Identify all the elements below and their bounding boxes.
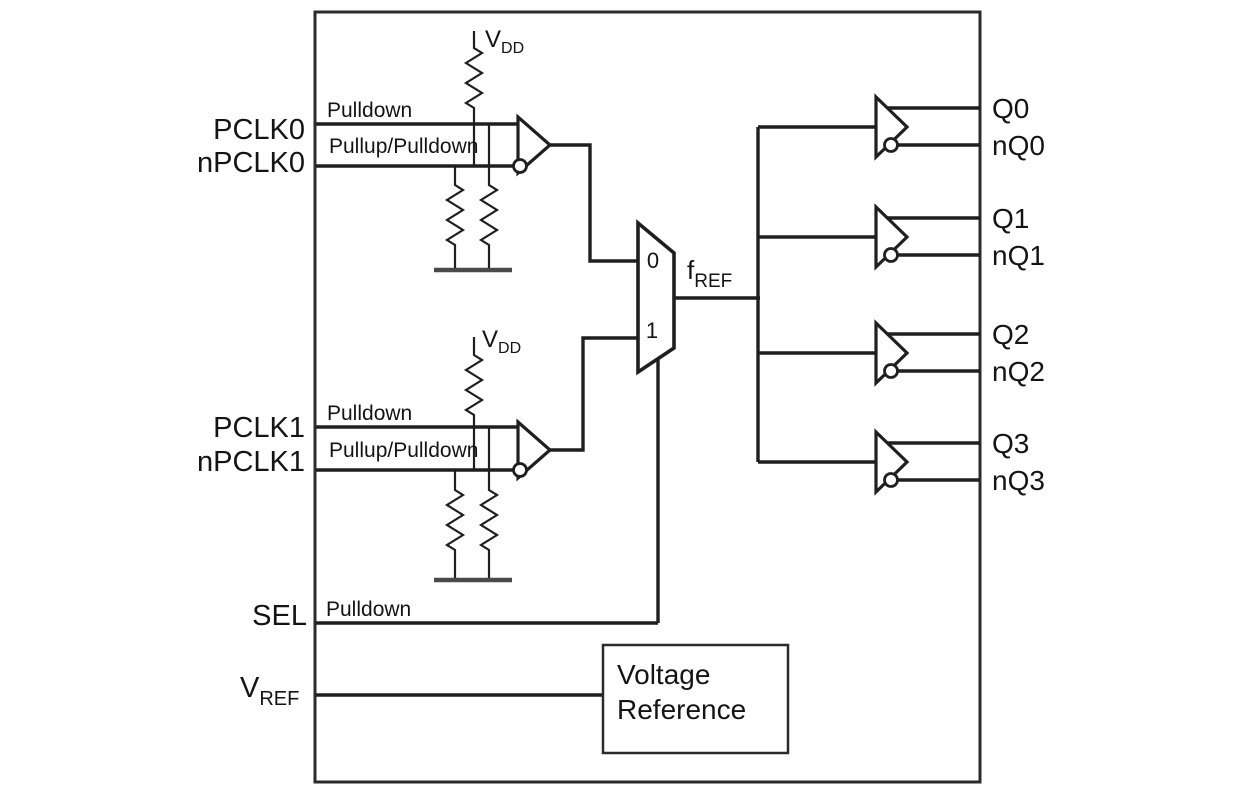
input-buffer0-inverting-bubble [512,158,528,174]
vref-main: V [240,672,260,704]
q0-port-label: Q0 [992,93,1029,124]
buffer0-output-wire [550,143,640,263]
nq0-inverting-bubble [883,137,899,153]
sel-input-section: Pulldown SEL [252,352,660,632]
vref-port-label: VREF [240,672,299,710]
buffer1-output-wire [550,336,640,452]
input-buffer1-triangle [516,418,553,482]
input-buffer1-inverting-bubble [512,462,528,478]
output-driver-q0: Q0 nQ0 [758,93,1045,161]
fref-subscript: REF [694,271,732,292]
pclk1-input-section: VDD Pulldown Pullup/Pulldown PCLK1 nPCLK… [197,326,640,583]
pclk1-pulldown-resistor [478,427,500,580]
vdd-label-top: VDD [485,26,524,57]
pclk0-pulldown-resistor [478,124,500,270]
output-driver-q3: Q3 nQ3 [758,428,1045,496]
pclk0-input-section: VDD Pulldown Pullup/Pulldown PCLK0 nPCLK… [197,26,640,273]
nq3-port-label: nQ3 [992,465,1045,496]
voltage-reference-block [601,643,790,755]
nq2-inverting-bubble [883,363,899,379]
npclk0-port-label: nPCLK0 [197,147,305,179]
pclk1-port-label: PCLK1 [213,412,305,444]
nq3-inverting-bubble [883,472,899,488]
npclk0-pulldown-resistor [444,166,466,270]
voltage-reference-section: Voltage Reference VREF [240,643,790,755]
output-driver-q2: Q2 nQ2 [758,319,1045,387]
npclk1-pulldown-resistor [444,470,466,580]
npclk1-pullup-pulldown-annotation: Pullup/Pulldown [329,439,478,462]
vdd-label-bottom: VDD [482,326,521,357]
pclk0-port-label: PCLK0 [213,114,305,146]
nq2-port-label: nQ2 [992,356,1045,387]
nq1-port-label: nQ1 [992,240,1045,271]
pclk1-pulldown-annotation: Pulldown [327,402,412,425]
voltage-reference-text-line1: Voltage [617,659,710,690]
mux-body [636,219,676,376]
voltage-reference-text-line2: Reference [617,694,746,725]
output-driver-q1: Q1 nQ1 [758,203,1045,271]
vdd-pullup-resistor-2 [463,337,485,470]
mux-input1-label: 1 [646,318,658,343]
nq0-port-label: nQ0 [992,130,1045,161]
q1-port-label: Q1 [992,203,1029,234]
sel-pulldown-annotation: Pulldown [326,598,411,621]
nq1-inverting-bubble [883,247,899,263]
vref-subscript: REF [259,688,299,710]
mux-input0-label: 0 [647,248,659,273]
vdd-subscript: DD [501,40,524,57]
device-boundary-box [313,10,982,784]
npclk1-port-label: nPCLK1 [197,446,305,478]
fref-label: fREF [687,255,732,292]
vdd-main: V [485,26,501,53]
vdd-main: V [482,326,498,353]
q3-port-label: Q3 [992,428,1029,459]
npclk0-pullup-pulldown-annotation: Pullup/Pulldown [329,135,478,158]
input-buffer0-triangle [516,113,553,177]
mux-section: 0 1 fREF [636,219,760,376]
vdd-subscript: DD [498,340,521,357]
fref-main: f [687,255,695,285]
q2-port-label: Q2 [992,319,1029,350]
vdd-pullup-resistor [463,31,485,166]
pclk0-pulldown-annotation: Pulldown [327,99,412,122]
sel-port-label: SEL [252,600,307,632]
